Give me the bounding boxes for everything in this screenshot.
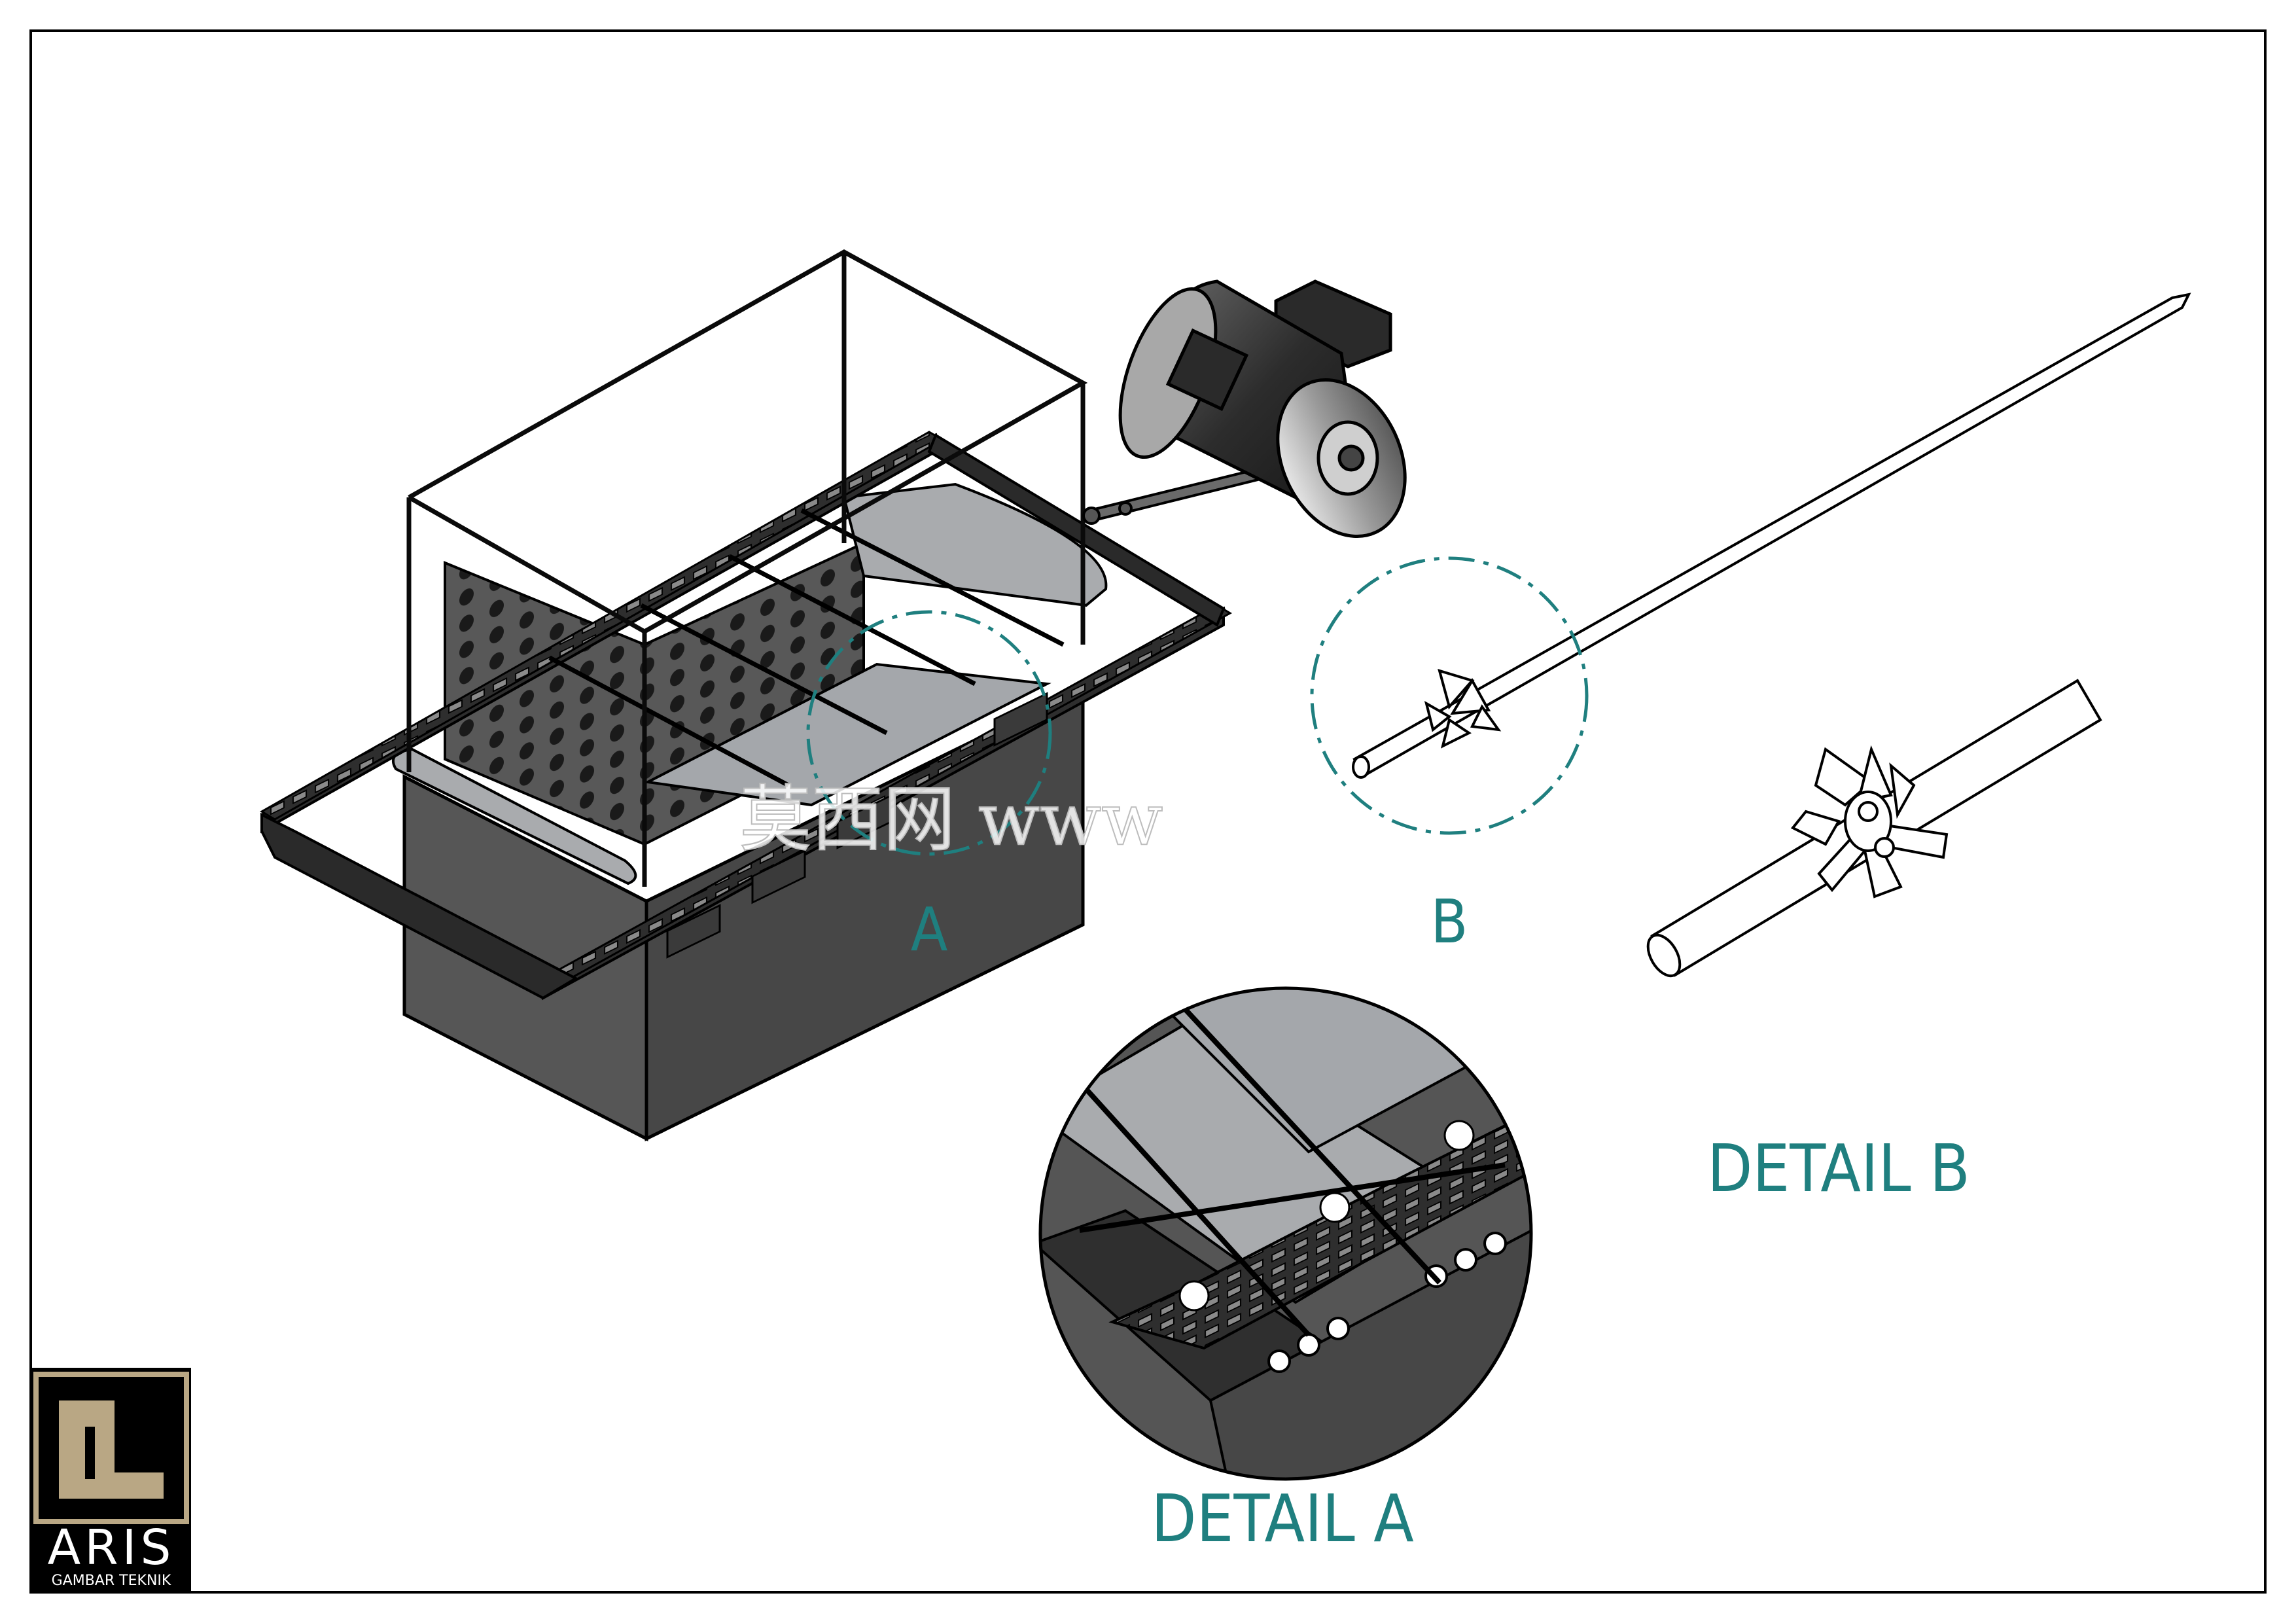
motor-clamp-strap	[1165, 328, 1249, 412]
logo-subtitle: GAMBAR TEKNIK	[52, 1573, 171, 1589]
detail-b-title: DETAIL B	[1707, 1130, 1970, 1207]
rail-clamps	[666, 692, 1048, 959]
end-rail-right	[927, 433, 1226, 627]
callout-label-b: B	[1431, 887, 1468, 957]
tank-side-face	[645, 684, 1085, 1142]
tank-liner	[391, 747, 637, 885]
electric-motor	[1118, 279, 1407, 539]
callout-circle-b	[1310, 556, 1589, 835]
logo-name: ARIS	[48, 1520, 175, 1576]
aris-logo: ARIS GAMBAR TEKNIK	[31, 1368, 191, 1592]
callout-label-a: A	[911, 895, 948, 965]
sheet-border	[29, 29, 2267, 1594]
detail-a-border	[1038, 986, 1533, 1481]
star-coupling-small	[1424, 669, 1502, 749]
detail-b-view: DETAIL B	[1646, 679, 2102, 1207]
motor-hub	[1337, 444, 1365, 472]
tank-liner-back	[842, 482, 1108, 607]
shaft-assembly: B	[1310, 293, 2191, 957]
detail-a-view: DETAIL A	[1038, 986, 1533, 1557]
logo-mark-icon	[59, 1400, 164, 1499]
watermark-text: 莫西网 www	[739, 777, 1163, 861]
main-assembly: A	[260, 249, 1407, 1142]
callout-circle-a	[806, 610, 1052, 856]
detail-a-title: DETAIL A	[1151, 1480, 1414, 1557]
tank-liner-inner	[643, 662, 1051, 807]
star-coupling-large	[1790, 745, 1949, 899]
end-rail-left	[260, 812, 579, 1000]
